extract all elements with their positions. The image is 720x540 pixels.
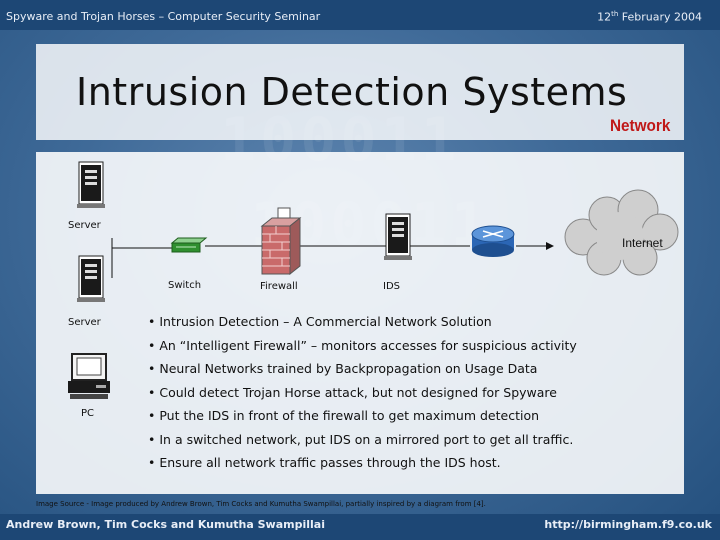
- list-item: Ensure all network traffic passes throug…: [148, 453, 577, 477]
- connection-line: [111, 238, 175, 249]
- header-left-text: Spyware and Trojan Horses – Computer Sec…: [6, 10, 321, 23]
- switch-label: Switch: [168, 280, 202, 291]
- list-item: Intrusion Detection – A Commercial Netwo…: [148, 312, 577, 336]
- list-item: In a switched network, put IDS on a mirr…: [148, 430, 577, 454]
- internet-cloud-icon: [564, 189, 679, 276]
- firewall-label: Firewall: [260, 281, 298, 292]
- list-item: Could detect Trojan Horse attack, but no…: [148, 383, 577, 407]
- switch-icon: [170, 237, 208, 253]
- firewall-icon: [260, 207, 302, 276]
- header-date: 12th February 2004: [597, 10, 702, 24]
- pc-label: PC: [81, 408, 95, 419]
- arrow-head: [546, 242, 554, 250]
- date-day: 12: [597, 10, 612, 24]
- pc-icon: [68, 353, 110, 399]
- header-bar: [0, 0, 720, 30]
- server-label: Server: [68, 317, 101, 328]
- page-title: Intrusion Detection Systems: [76, 70, 628, 114]
- internet-label: Internet: [622, 236, 663, 250]
- footer-bar: [0, 514, 720, 540]
- ids-server-icon: [384, 213, 412, 260]
- list-item: Put the IDS in front of the firewall to …: [148, 406, 577, 430]
- server-label: Server: [68, 220, 101, 231]
- list-item: Neural Networks trained by Backpropagati…: [148, 359, 577, 383]
- title-box: [36, 44, 684, 140]
- date-suffix: th: [611, 10, 619, 18]
- list-item: An “Intelligent Firewall” – monitors acc…: [148, 336, 576, 360]
- page-subtitle: Network: [610, 116, 671, 135]
- router-icon: [471, 225, 515, 257]
- footer-url[interactable]: http://birmingham.f9.co.uk: [544, 518, 712, 531]
- image-source-caption: Image Source - Image produced by Andrew …: [36, 500, 486, 508]
- server-icon: [77, 255, 105, 302]
- bullet-list: Intrusion Detection – A Commercial Netwo…: [148, 312, 577, 477]
- date-rest: February 2004: [618, 10, 702, 24]
- server-icon: [77, 161, 105, 208]
- footer-authors: Andrew Brown, Tim Cocks and Kumutha Swam…: [6, 518, 325, 531]
- ids-label: IDS: [383, 281, 400, 292]
